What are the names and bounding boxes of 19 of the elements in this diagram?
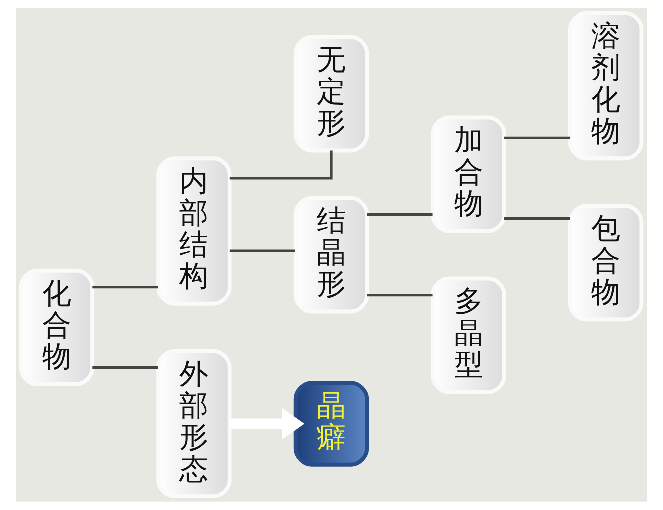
node-box: 化合物	[19, 268, 95, 386]
node-box: 溶剂化物	[568, 11, 644, 161]
node-box: 无定形	[294, 35, 370, 153]
node-box: 晶癖	[294, 381, 370, 467]
node-box: 结晶形	[294, 196, 370, 314]
connector	[367, 294, 433, 297]
connector	[367, 213, 433, 216]
connector	[92, 286, 158, 289]
node-box: 包合物	[568, 204, 644, 322]
connector	[92, 366, 158, 370]
connector	[504, 136, 570, 140]
node-box: 多晶型	[431, 276, 506, 394]
arrow	[230, 408, 305, 440]
connector	[230, 250, 296, 252]
node-box: 外部形态	[156, 349, 232, 499]
node-box: 加合物	[431, 116, 506, 234]
node-box: 内部结构	[156, 156, 232, 306]
connector	[230, 150, 333, 180]
connector	[504, 217, 570, 220]
